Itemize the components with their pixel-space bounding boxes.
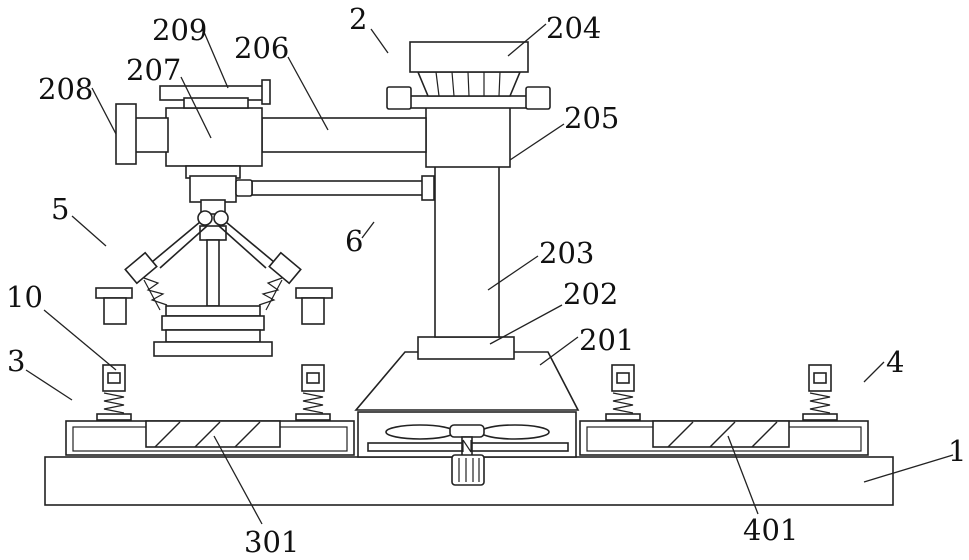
label-202: 202 (563, 277, 618, 311)
label-209: 209 (152, 13, 207, 47)
label-5: 5 (51, 192, 69, 226)
label-207: 207 (126, 53, 181, 87)
column-collar (418, 337, 514, 359)
label-3: 3 (7, 344, 25, 378)
head-plate (408, 96, 530, 108)
left-slide-block (146, 421, 280, 447)
label-4: 4 (886, 345, 904, 379)
spring-post-2 (296, 365, 330, 420)
arm-block (166, 108, 262, 166)
lower-arm-end (422, 176, 434, 200)
side-knob (116, 104, 136, 164)
knob-left (387, 87, 411, 109)
spring-post-3 (606, 365, 640, 420)
right-slide-block (653, 421, 789, 447)
fan-housing (358, 412, 576, 457)
label-401: 401 (743, 513, 798, 547)
label-6: 6 (345, 224, 363, 258)
label-203: 203 (539, 236, 594, 270)
label-201: 201 (579, 323, 634, 357)
upper-arm (262, 118, 426, 152)
label-2: 2 (349, 2, 367, 36)
label-208: 208 (38, 72, 93, 106)
label-204: 204 (546, 11, 601, 45)
lower-arm (252, 181, 424, 195)
left-platform (66, 421, 354, 455)
handwheel (410, 42, 528, 96)
label-206: 206 (234, 31, 289, 65)
spring-post-4 (803, 365, 837, 420)
column (435, 165, 499, 337)
spring-post-1 (97, 365, 131, 420)
top-rail-cap (262, 80, 270, 104)
label-301: 301 (244, 525, 299, 559)
right-platform (580, 421, 868, 455)
column-head (426, 105, 510, 167)
knob-right (526, 87, 550, 109)
motor (452, 455, 484, 485)
side-shaft (134, 118, 168, 152)
label-10: 10 (6, 280, 43, 314)
column-base (356, 352, 578, 410)
label-1: 1 (948, 434, 966, 468)
label-205: 205 (564, 101, 619, 135)
